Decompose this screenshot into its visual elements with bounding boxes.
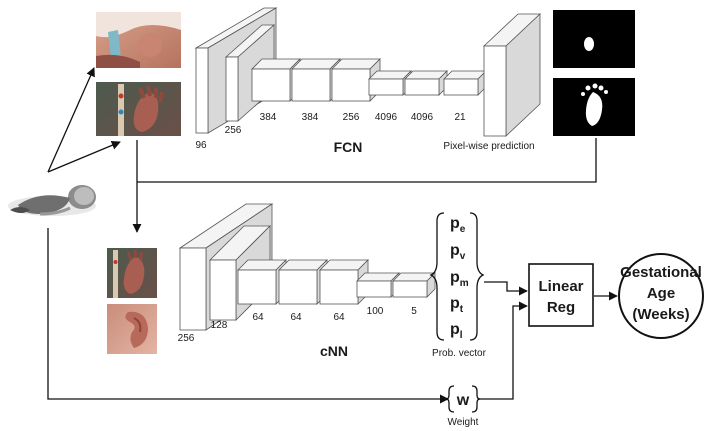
linear-reg-line1: Linear	[538, 278, 583, 295]
prob-entry-e: pe	[450, 215, 466, 235]
cnn-layer-label-1: 256	[178, 333, 195, 344]
fcn-layer-label-5: 256	[343, 112, 360, 123]
cnn-layer-label-5: 64	[333, 312, 345, 323]
fcn-layer-label-1: 96	[195, 140, 207, 151]
prob-entry-l: pl	[450, 321, 463, 341]
ear-photo	[107, 304, 157, 354]
weight-left-brace	[445, 385, 455, 413]
prob-entry-m: pm	[450, 269, 469, 289]
age-line1: Gestational	[620, 264, 702, 281]
gestational-age-circle: Gestational Age (Weeks)	[618, 253, 704, 339]
prob-entry-v: pv	[450, 242, 466, 262]
foot-photo-fcn	[96, 82, 181, 136]
baby-full-photo	[8, 185, 96, 216]
fcn-layer-label-6: 4096	[375, 112, 398, 123]
prob-right-brace	[469, 212, 485, 341]
cnn-layer-label-2: 128	[211, 320, 228, 331]
cnn-title: cNN	[320, 343, 348, 359]
fcn-output-layer	[482, 13, 542, 137]
arrow-baby-to-face	[47, 67, 95, 173]
cnn-layer-label-4: 64	[290, 312, 302, 323]
prob-left-brace	[429, 212, 445, 341]
weight-symbol: w	[456, 392, 470, 409]
fcn-layer-label-4: 384	[302, 112, 319, 123]
age-line2: Age	[647, 285, 675, 302]
prob-entry-t: pt	[450, 295, 464, 315]
segmentation-mask-face	[553, 10, 635, 68]
weight-right-brace	[471, 385, 481, 413]
fcn-layer-label-8: 21	[454, 112, 466, 123]
cnn-layer-stack: 256 128 64 64 64 100 5	[178, 203, 436, 344]
weight-block: w Weight	[445, 385, 481, 428]
prob-caption: Prob. vector	[432, 348, 487, 359]
segmentation-mask-foot	[553, 78, 635, 136]
prob-vector: pe pv pm pt pl Prob. vector	[429, 212, 487, 359]
arrow-weight-to-reg	[478, 301, 528, 400]
arrow-baby-to-foot	[47, 140, 121, 173]
arrow-to-weight	[47, 228, 449, 404]
pixelwise-caption: Pixel-wise prediction	[443, 141, 534, 152]
age-line3: (Weeks)	[632, 306, 689, 323]
foot-photo-cnn	[107, 248, 157, 298]
fcn-layer-stack: 96 256 384 384 256 4096 4096 21	[194, 7, 542, 151]
arrow-prob-to-reg	[484, 281, 528, 296]
fcn-layer-8	[443, 70, 487, 96]
cnn-layer-7	[392, 272, 436, 298]
connectors	[47, 67, 618, 404]
fcn-layer-label-2: 256	[225, 125, 242, 136]
fcn-layer-label-3: 384	[260, 112, 277, 123]
fcn-layer-7	[404, 70, 448, 96]
cnn-layer-label-6: 100	[367, 306, 384, 317]
linear-reg-box: Linear Reg	[528, 263, 594, 327]
face-photo	[96, 12, 181, 68]
fcn-layer-label-7: 4096	[411, 112, 434, 123]
fcn-title: FCN	[334, 139, 363, 155]
line-mask-return	[137, 138, 597, 183]
prob-entries: pe pv pm pt pl	[450, 215, 469, 341]
linear-reg-line2: Reg	[547, 299, 575, 316]
cnn-layer-label-3: 64	[252, 312, 264, 323]
cnn-layer-label-7: 5	[411, 306, 417, 317]
weight-caption: Weight	[448, 417, 479, 428]
